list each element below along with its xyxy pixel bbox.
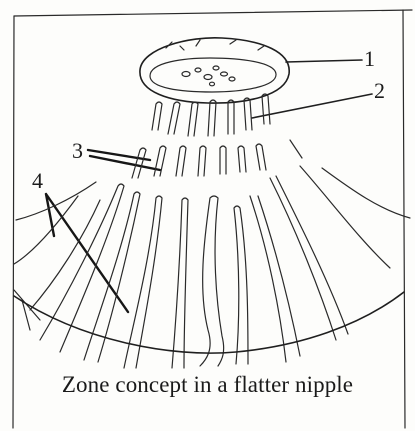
pointer-lines-3 — [88, 150, 160, 170]
label-1: 1 — [364, 46, 375, 71]
pointer-line-1 — [286, 60, 362, 62]
frame-right-line — [403, 10, 405, 428]
frame-top-line — [14, 10, 412, 16]
label-3: 3 — [72, 138, 83, 163]
zone-4-ducts — [14, 166, 410, 368]
zone-3-ducts — [132, 140, 302, 178]
frame-left-line — [13, 16, 14, 428]
label-2: 2 — [374, 78, 385, 103]
pointer-line-2 — [252, 94, 372, 118]
diagram-caption: Zone concept in a flatter nipple — [0, 372, 415, 398]
nipple-surface — [140, 38, 289, 103]
label-4: 4 — [32, 168, 43, 193]
zone-2-ducts — [152, 94, 270, 136]
